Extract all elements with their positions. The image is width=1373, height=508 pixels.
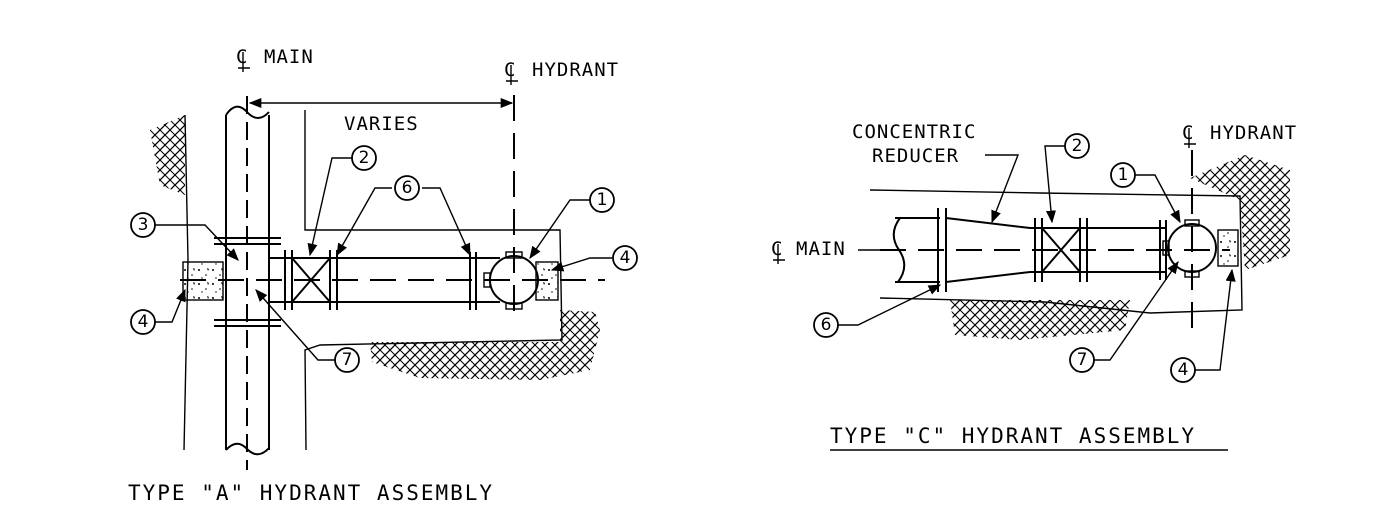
svg-text:4: 4 <box>620 248 631 268</box>
type-c-callout-6: 6 <box>813 312 839 338</box>
type-c-title: TYPE "C" HYDRANT ASSEMBLY <box>830 424 1196 448</box>
svg-text:2: 2 <box>359 148 370 168</box>
type-a-callout-1: 1 <box>589 187 615 213</box>
type-c-soil-hatch-top <box>1190 155 1290 270</box>
type-a-cl-hydrant-label: HYDRANT <box>532 59 619 81</box>
type-c-assembly: C HYDRANT C MAIN CONCENTRIC REDUCER 2 1 … <box>771 121 1297 451</box>
svg-text:7: 7 <box>1077 350 1088 370</box>
svg-text:1: 1 <box>1118 165 1129 185</box>
svg-text:6: 6 <box>821 315 832 335</box>
type-a-varies-label: VARIES <box>344 113 419 135</box>
svg-text:C: C <box>236 46 248 68</box>
type-c-cl-hydrant-symbol: C <box>1182 122 1196 148</box>
svg-text:7: 7 <box>342 350 353 370</box>
type-c-reducer-line2: REDUCER <box>872 145 959 167</box>
svg-text:2: 2 <box>1072 136 1083 156</box>
type-c-callout-2: 2 <box>1064 133 1090 159</box>
svg-text:6: 6 <box>402 178 413 198</box>
type-c-cl-main-symbol: C <box>771 238 785 264</box>
svg-text:4: 4 <box>138 312 149 332</box>
svg-text:C: C <box>771 238 783 260</box>
type-c-cl-hydrant-label: HYDRANT <box>1210 122 1297 144</box>
type-c-soil-hatch-bottom <box>950 300 1130 340</box>
type-a-title: TYPE "A" HYDRANT ASSEMBLY <box>128 481 494 505</box>
type-a-assembly: C MAIN C HYDRANT VARIES 3 4 2 6 1 4 7 TY… <box>128 46 638 505</box>
type-a-callout-7: 7 <box>334 347 360 373</box>
svg-text:C: C <box>504 59 516 81</box>
type-c-reducer-line1: CONCENTRIC <box>852 121 976 143</box>
svg-text:3: 3 <box>138 215 149 235</box>
type-a-cl-hydrant-symbol: C <box>504 59 518 85</box>
svg-text:C: C <box>1182 122 1194 144</box>
type-a-callout-3: 3 <box>130 212 156 238</box>
type-a-callout-6: 6 <box>394 175 420 201</box>
type-a-cl-main-label: MAIN <box>264 46 314 68</box>
svg-text:4: 4 <box>1178 360 1189 380</box>
type-c-callout-1: 1 <box>1110 162 1136 188</box>
type-c-callout-7: 7 <box>1069 347 1095 373</box>
type-c-cl-main-label: MAIN <box>796 238 846 260</box>
type-a-soil-hatch-right <box>370 310 600 380</box>
type-a-callout-4-right: 4 <box>612 245 638 271</box>
type-a-soil-hatch-left <box>150 115 185 195</box>
svg-text:1: 1 <box>597 190 608 210</box>
type-a-cl-main-symbol: C <box>236 46 250 72</box>
type-a-callout-4-left: 4 <box>130 309 156 335</box>
type-a-callout-2: 2 <box>351 145 377 171</box>
type-c-callout-4: 4 <box>1170 357 1196 383</box>
